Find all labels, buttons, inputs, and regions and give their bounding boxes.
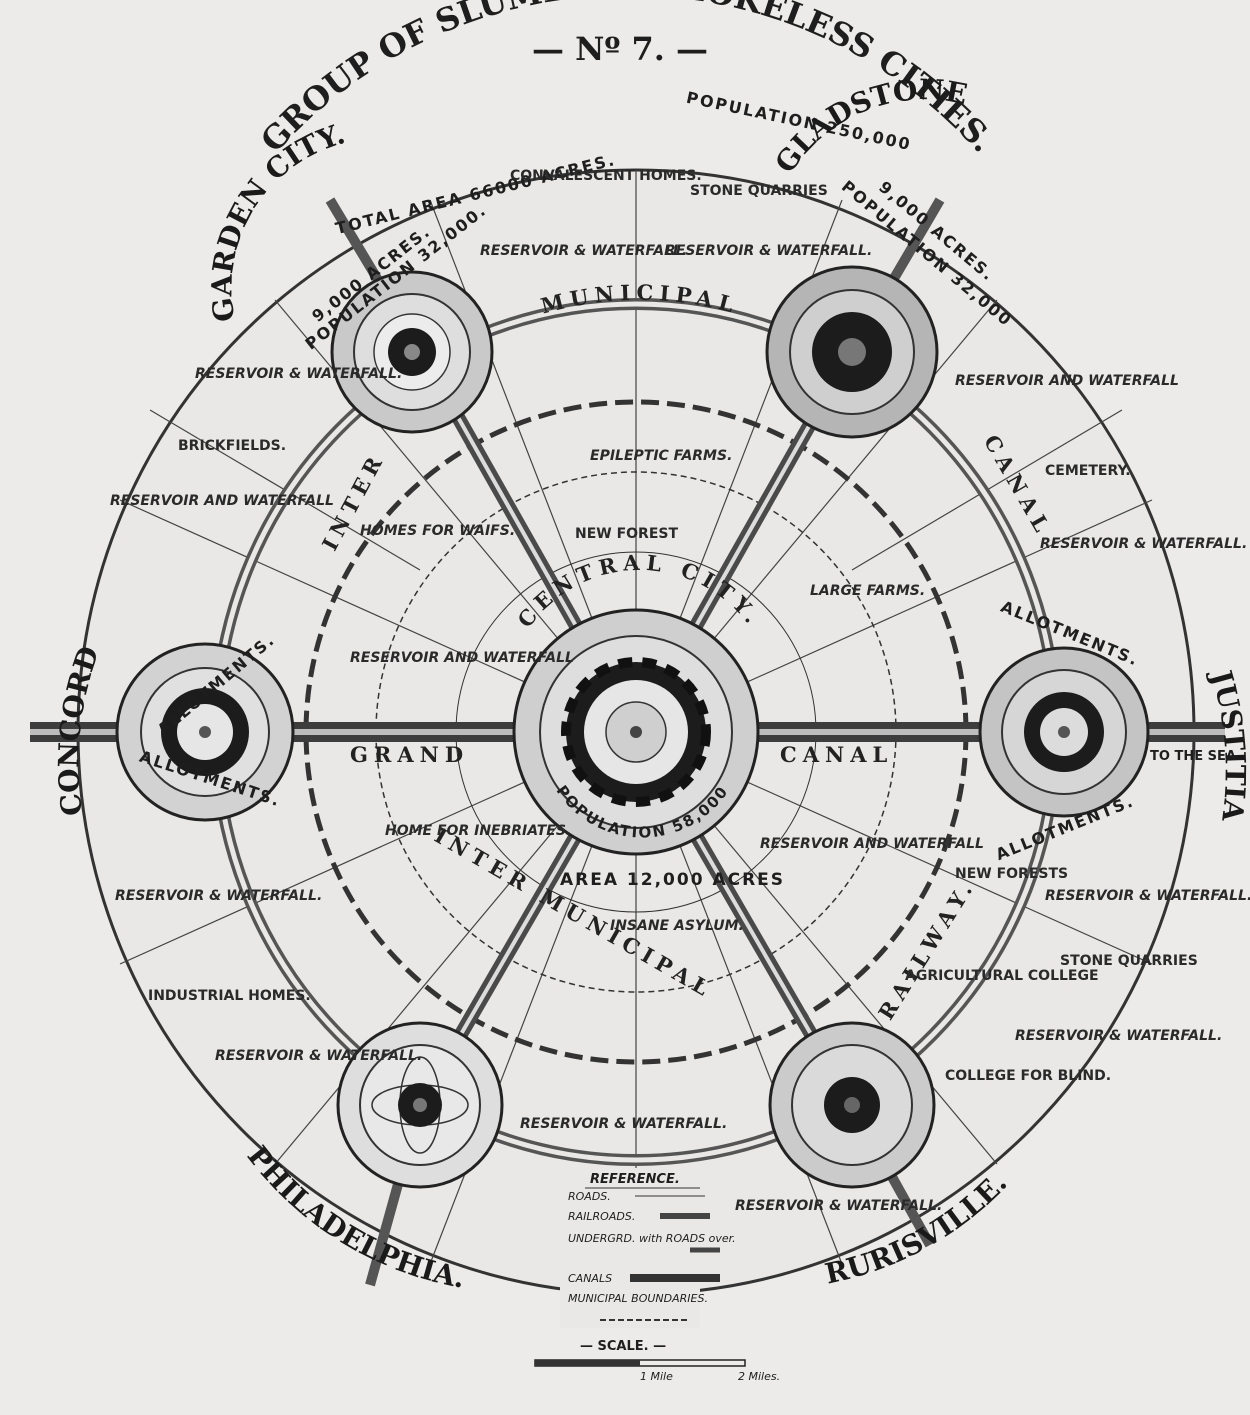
brickfields: BRICKFIELDS. xyxy=(178,438,286,454)
central-city xyxy=(512,608,760,856)
legend: REFERENCE. ROADS. RAILROADS. UNDERGRD. w… xyxy=(560,1168,736,1328)
feature-labels: CONVALESCENT HOMES. STONE QUARRIES BRICK… xyxy=(110,168,1250,1214)
legend-underground: UNDERGRD. with ROADS over. xyxy=(568,1232,736,1245)
scale-title: — SCALE. — xyxy=(580,1339,666,1354)
canal-label-right: CANAL xyxy=(780,742,893,767)
reservoir-4: RESERVOIR AND WATERFALL xyxy=(955,373,1179,389)
college-for-blind: COLLEGE FOR BLIND. xyxy=(945,1068,1111,1084)
industrial-homes: INDUSTRIAL HOMES. xyxy=(148,988,311,1004)
justitia-circle xyxy=(978,646,1150,818)
new-forests: NEW FORESTS xyxy=(955,866,1068,882)
reservoir-9: RESERVOIR & WATERFALL. xyxy=(115,888,322,904)
philadelphia-circle xyxy=(336,1021,504,1189)
reservoir-14: RESERVOIR & WATERFALL. xyxy=(735,1198,942,1214)
large-farms: LARGE FARMS. xyxy=(810,583,925,599)
new-forest: NEW FOREST xyxy=(575,526,678,542)
reservoir-2: RESERVOIR & WATERFALL. xyxy=(665,243,872,259)
satellite-cities xyxy=(115,265,1150,1189)
plate-number: — Nº 7. — xyxy=(532,30,708,68)
reservoir-3: RESERVOIR & WATERFALL. xyxy=(195,366,402,382)
legend-boundaries: MUNICIPAL BOUNDARIES. xyxy=(568,1292,708,1305)
garden-city-circle xyxy=(330,270,494,434)
legend-canals: CANALS xyxy=(568,1272,612,1285)
to-the-sea: TO THE SEA xyxy=(1150,749,1236,764)
agricultural-college: AGRICULTURAL COLLEGE xyxy=(905,968,1099,984)
rurisville-circle xyxy=(768,1021,936,1189)
reservoir-8: RESERVOIR AND WATERFALL xyxy=(760,836,984,852)
homes-for-waifs: HOMES FOR WAIFS. xyxy=(360,523,515,539)
reservoir-13: RESERVOIR & WATERFALL. xyxy=(520,1116,727,1132)
convalescent-homes: CONVALESCENT HOMES. xyxy=(510,168,702,184)
reservoir-11: RESERVOIR & WATERFALL. xyxy=(215,1048,422,1064)
concord-circle xyxy=(115,642,295,822)
legend-railroads: RAILROADS. xyxy=(568,1210,635,1223)
gladstone-circle xyxy=(765,265,939,439)
justitia-name: JUSTITIA xyxy=(1204,664,1250,824)
legend-title: REFERENCE. xyxy=(590,1172,680,1187)
reservoir-6: RESERVOIR & WATERFALL. xyxy=(1040,536,1247,552)
scale-bar: — SCALE. — 1 Mile 2 Miles. xyxy=(534,1339,780,1383)
home-for-inebriates: HOME FOR INEBRIATES. xyxy=(385,823,571,839)
stone-quarries-top: STONE QUARRIES xyxy=(690,183,828,199)
reservoir-1: RESERVOIR & WATERFALL. xyxy=(480,243,687,259)
reservoir-5: RESERVOIR AND WATERFALL xyxy=(110,493,334,509)
insane-asylum: INSANE ASYLUM. xyxy=(610,918,744,934)
legend-roads: ROADS. xyxy=(568,1190,611,1203)
scale-1-mile: 1 Mile xyxy=(640,1370,673,1383)
reservoir-7: RESERVOIR AND WATERFALL xyxy=(350,650,574,666)
central-city-area: AREA 12,000 ACRES xyxy=(560,870,785,890)
reservoir-10: RESERVOIR & WATERFALL. xyxy=(1045,888,1250,904)
reservoir-12: RESERVOIR & WATERFALL. xyxy=(1015,1028,1222,1044)
epileptic-farms: EPILEPTIC FARMS. xyxy=(590,448,732,464)
grand-label: GRAND xyxy=(350,742,469,767)
scale-2-miles: 2 Miles. xyxy=(738,1370,780,1383)
stone-quarries-right: STONE QUARRIES xyxy=(1060,953,1198,969)
cemetery: CEMETERY. xyxy=(1045,463,1131,479)
